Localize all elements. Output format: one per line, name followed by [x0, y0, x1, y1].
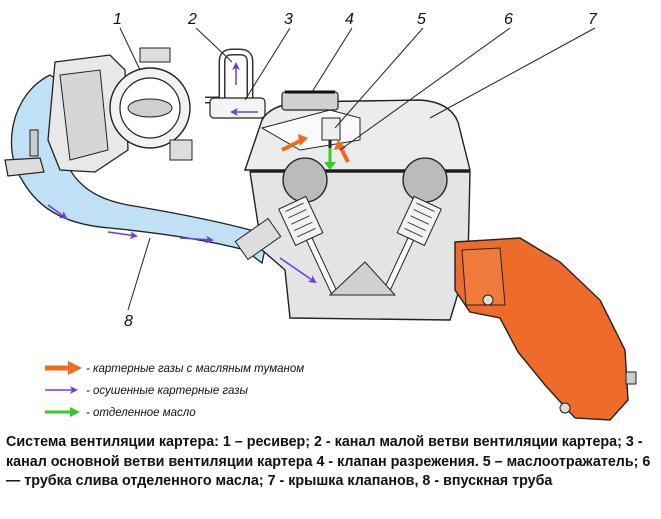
callout-7: 7 [588, 11, 598, 28]
dry-gas-arrows [47, 204, 214, 244]
callout-2: 2 [187, 11, 197, 28]
callout-3: 3 [284, 11, 293, 28]
pipe-bolt [29, 129, 39, 157]
figure-caption: Система вентиляции картера: 1 – ресивер;… [6, 434, 651, 489]
leader-lines [119, 27, 596, 311]
callout-8: 8 [124, 313, 133, 330]
callout-6: 6 [504, 11, 513, 28]
legend: - картерные газы с масляным туманом - ос… [45, 361, 304, 419]
small-branch-pipe [205, 48, 254, 104]
legend-oil-gas: - картерные газы с масляным туманом [86, 363, 304, 375]
oil-deflector [321, 117, 341, 141]
pipe-bracket [4, 157, 45, 177]
main-branch-channel [209, 97, 266, 119]
legend-oil: - отделенное масло [86, 407, 196, 419]
vacuum-valve [281, 91, 339, 111]
callout-1: 1 [113, 11, 122, 28]
legend-dry-gas: - осушенные картерные газы [86, 385, 248, 397]
receiver [47, 47, 193, 173]
callout-4: 4 [345, 11, 354, 28]
cylinder-head [249, 157, 471, 321]
callout-5: 5 [417, 11, 426, 28]
